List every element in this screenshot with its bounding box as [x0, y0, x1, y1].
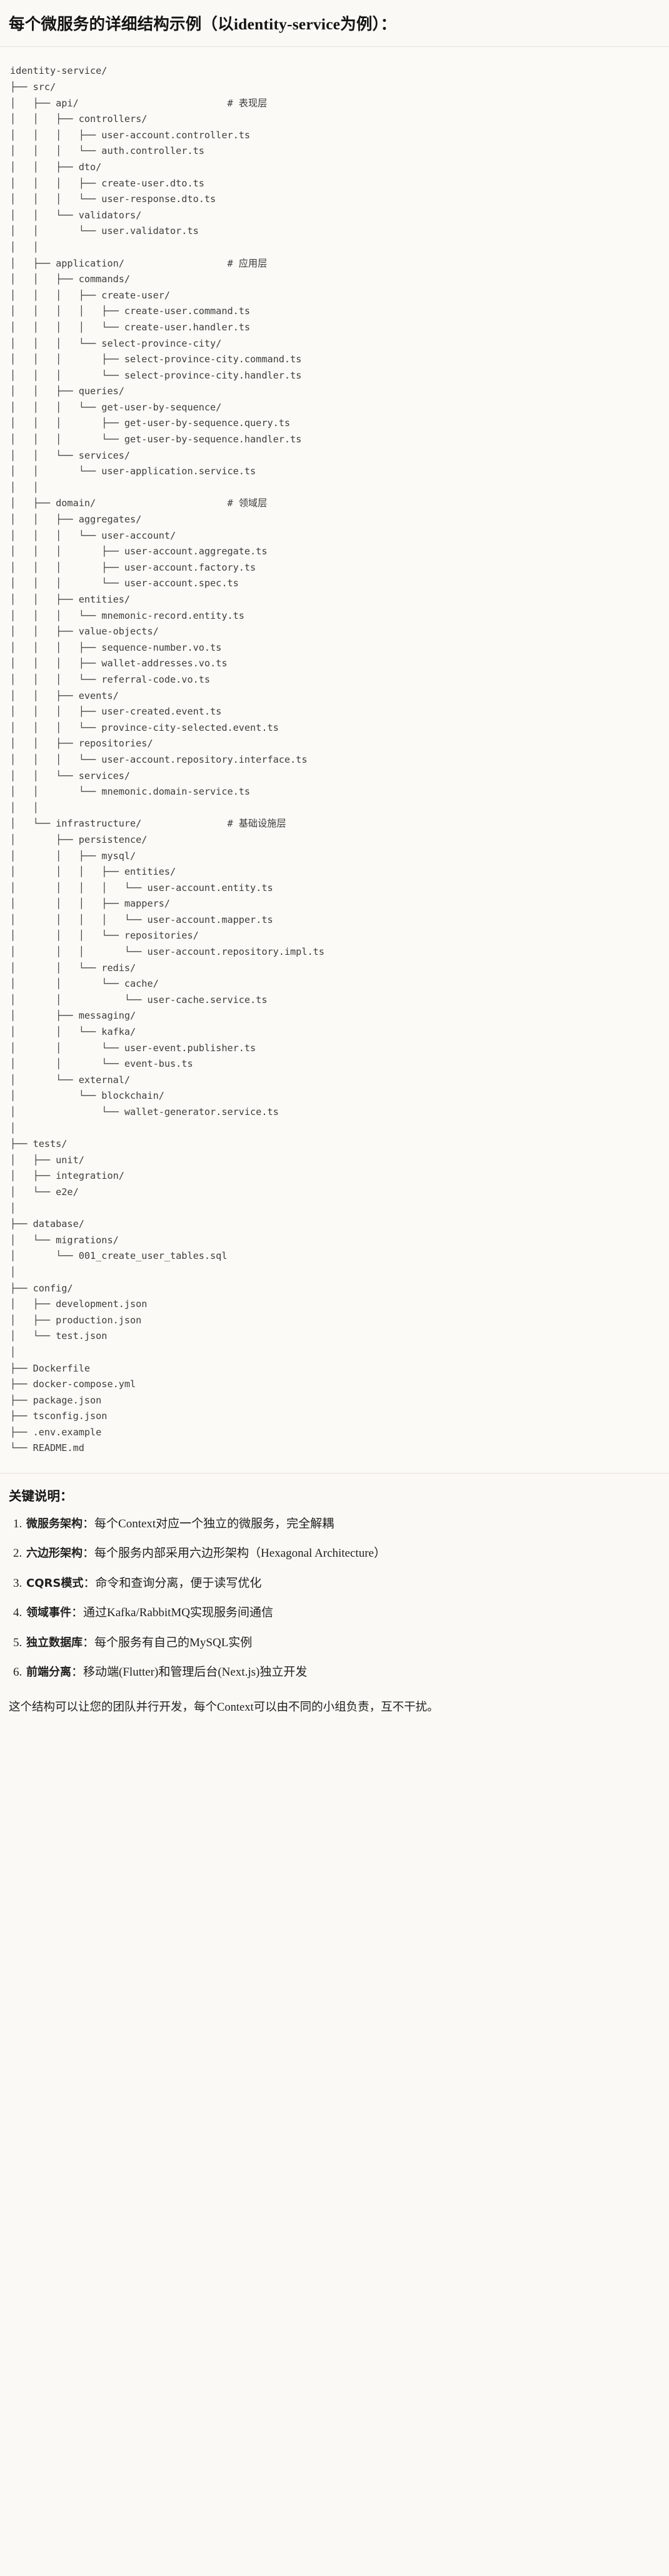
- divider-bottom: [0, 1473, 669, 1474]
- note-separator: ：: [71, 1606, 84, 1620]
- title-section: 每个微服务的详细结构示例（以identity-service为例）：: [0, 0, 669, 46]
- list-item: CQRS模式：命令和查询分离，便于读写优化: [25, 1575, 660, 1593]
- footer-section: 这个结构可以让您的团队并行开发，每个Context可以由不同的小组负责，互不干扰…: [0, 1689, 669, 1731]
- page-title-prefix: 每个微服务的详细结构示例（以: [9, 15, 234, 34]
- note-term: 领域事件: [26, 1606, 71, 1620]
- note-text: 每个服务内部采用六边形架构（Hexagonal Architecture）: [94, 1547, 386, 1560]
- note-term: 前端分离: [26, 1666, 71, 1679]
- note-separator: ：: [83, 1547, 95, 1560]
- note-text: 每个服务有自己的MySQL实例: [94, 1636, 253, 1649]
- key-notes-section: 关键说明： 微服务架构：每个Context对应一个独立的微服务，完全解耦 六边形…: [0, 1474, 669, 1689]
- list-item: 微服务架构：每个Context对应一个独立的微服务，完全解耦: [25, 1515, 660, 1534]
- page-title: 每个微服务的详细结构示例（以identity-service为例）：: [9, 14, 660, 35]
- note-term: 微服务架构: [26, 1517, 83, 1530]
- list-item: 独立数据库：每个服务有自己的MySQL实例: [25, 1634, 660, 1652]
- note-separator: ：: [83, 1636, 95, 1649]
- page-title-service-name: identity-service: [233, 15, 341, 33]
- note-text: 命令和查询分离，便于读写优化: [95, 1576, 262, 1590]
- note-term: 独立数据库: [26, 1636, 83, 1649]
- note-separator: ：: [71, 1666, 84, 1679]
- list-item: 领域事件：通过Kafka/RabbitMQ实现服务间通信: [25, 1604, 660, 1622]
- directory-tree-section: identity-service/ ├── src/ │ ├── api/ # …: [0, 47, 669, 1474]
- list-item: 六边形架构：每个服务内部采用六边形架构（Hexagonal Architectu…: [25, 1545, 660, 1563]
- note-text: 每个Context对应一个独立的微服务，完全解耦: [94, 1517, 334, 1530]
- footer-text: 这个结构可以让您的团队并行开发，每个Context可以由不同的小组负责，互不干扰…: [9, 1701, 439, 1714]
- note-text: 移动端(Flutter)和管理后台(Next.js)独立开发: [83, 1666, 308, 1679]
- list-item: 前端分离：移动端(Flutter)和管理后台(Next.js)独立开发: [25, 1664, 660, 1682]
- divider-top: [0, 46, 669, 48]
- note-text: 通过Kafka/RabbitMQ实现服务间通信: [83, 1606, 273, 1620]
- directory-tree: identity-service/ ├── src/ │ ├── api/ # …: [10, 65, 324, 1454]
- key-notes-list: 微服务架构：每个Context对应一个独立的微服务，完全解耦 六边形架构：每个服…: [9, 1515, 660, 1682]
- page-title-suffix: 为例）：: [340, 15, 397, 34]
- page-root: 每个微服务的详细结构示例（以identity-service为例）： ident…: [0, 0, 669, 1731]
- note-separator: ：: [83, 1576, 96, 1590]
- note-term: 六边形架构: [26, 1547, 83, 1560]
- note-separator: ：: [83, 1517, 95, 1530]
- note-term: CQRS模式: [26, 1576, 84, 1590]
- key-notes-heading: 关键说明：: [9, 1489, 73, 1504]
